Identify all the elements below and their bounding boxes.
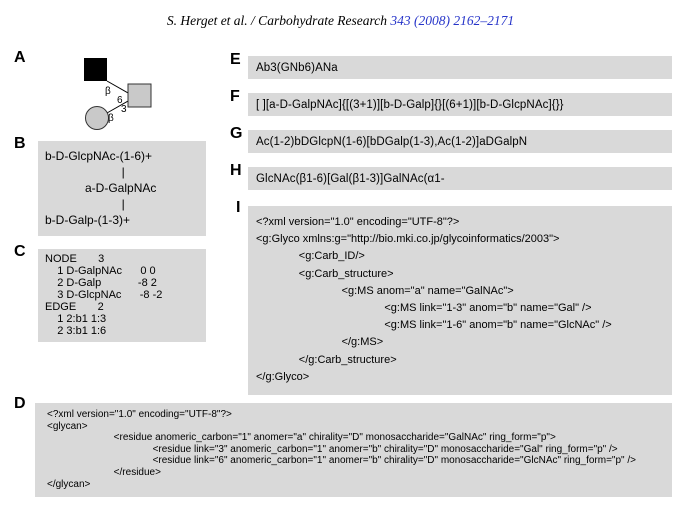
glycan-symbol-diagram: β 6 3 β xyxy=(84,58,152,130)
panel-label-a: A xyxy=(14,49,26,66)
panel-label-d: D xyxy=(14,395,26,412)
panel-label-h: H xyxy=(230,162,242,179)
cabosml-xml-text: <?xml version="1.0" encoding="UTF-8"?> <… xyxy=(256,216,612,383)
linucs-text: [ ][a-D-GalpNAc]{[(3+1)][b-D-Galp]{}[(6+… xyxy=(256,98,564,111)
panel-label-e: E xyxy=(230,51,241,68)
panel-d-xml-box: <?xml version="1.0" encoding="UTF-8"?> <… xyxy=(35,403,672,497)
gal-gray-circle-icon xyxy=(85,106,109,130)
linkage-label-upper: 6 xyxy=(117,95,123,106)
panel-label-f: F xyxy=(230,88,240,105)
panel-b-carbbank-box: b-D-GlcpNAc-(1-6)+ | a-D-GalpNAc | b-D-G… xyxy=(38,141,206,236)
anomer-label-upper: β xyxy=(105,86,111,97)
bcsdb-text: Ac(1-2)bDGlcpN(1-6)[bDGalp(1-3),Ac(1-2)]… xyxy=(256,135,528,148)
glcnac-filled-square-icon xyxy=(84,58,107,81)
bond-line-upper xyxy=(106,80,129,94)
panel-e-linearcode-box: Ab3(GNb6)ANa xyxy=(248,56,672,79)
citation-link[interactable]: 343 (2008) 2162–2171 xyxy=(390,13,515,28)
kcf-notation-text: NODE 3 1 D-GalpNAc 0 0 2 D-Galp -8 2 3 D… xyxy=(45,253,163,337)
panel-label-g: G xyxy=(230,125,243,142)
panel-label-i: I xyxy=(236,199,241,216)
panel-f-linucs-box: [ ][a-D-GalpNAc]{[(3+1)][b-D-Galp]{}[(6+… xyxy=(248,93,672,116)
panel-h-iupac-box: GlcNAc(β1-6)[Gal(β1-3)]GalNAc(α1- xyxy=(248,167,672,190)
paper-citation-header: S. Herget et al. / Carbohydrate Research… xyxy=(0,13,681,29)
glycan-xml-text: <?xml version="1.0" encoding="UTF-8"?> <… xyxy=(47,409,636,490)
carbbank-notation-text: b-D-GlcpNAc-(1-6)+ | a-D-GalpNAc | b-D-G… xyxy=(45,149,157,227)
panel-label-b: B xyxy=(14,135,26,152)
panel-c-kcf-box: NODE 3 1 D-GalpNAc 0 0 2 D-Galp -8 2 3 D… xyxy=(38,249,206,342)
citation-authors: S. Herget et al. / Carbohydrate Research xyxy=(166,13,391,28)
panel-i-cabosml-box: <?xml version="1.0" encoding="UTF-8"?> <… xyxy=(248,206,672,395)
galnac-gray-square-icon xyxy=(127,83,152,108)
anomer-label-lower: β xyxy=(108,113,114,124)
panel-g-bcsdb-box: Ac(1-2)bDGlcpN(1-6)[bDGalp(1-3),Ac(1-2)]… xyxy=(248,130,672,153)
bond-line-lower xyxy=(106,100,129,114)
linkage-label-lower: 3 xyxy=(121,104,127,115)
panel-label-c: C xyxy=(14,243,26,260)
linearcode-text: Ab3(GNb6)ANa xyxy=(256,61,338,74)
iupac-text: GlcNAc(β1-6)[Gal(β1-3)]GalNAc(α1- xyxy=(256,172,445,185)
